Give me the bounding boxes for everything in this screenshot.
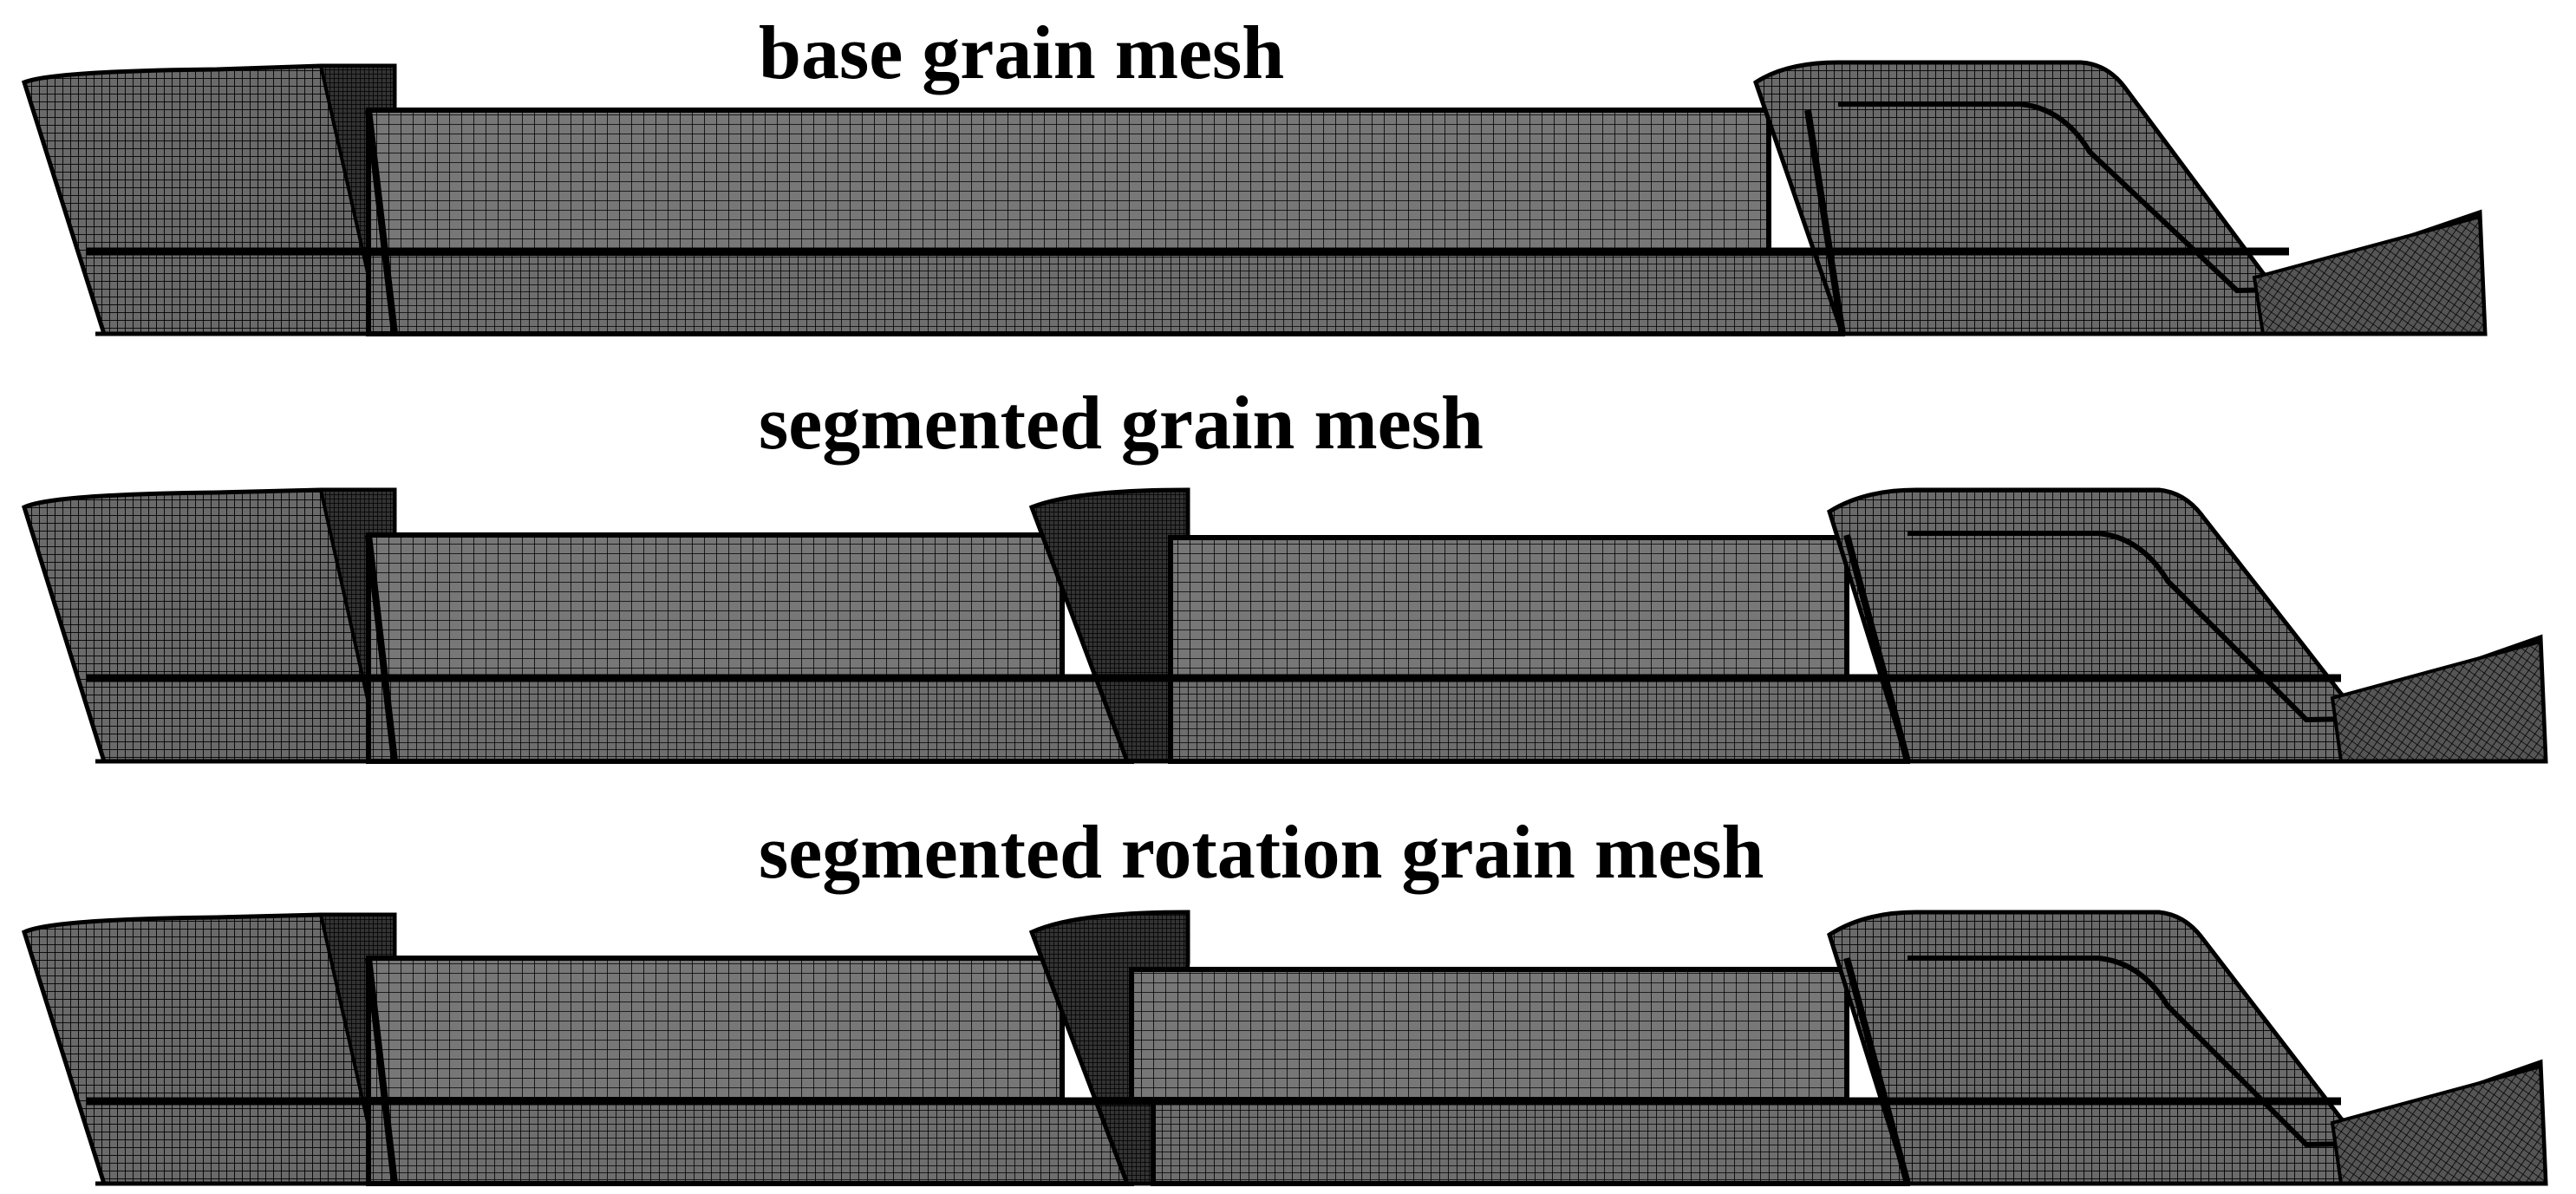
- grain-lower-seg1: [366, 1099, 1134, 1186]
- grain-upper-seg1: [366, 956, 1065, 1104]
- grain-upper: [366, 108, 1771, 256]
- grain-lower: [366, 251, 1845, 336]
- nozzle-throat: [2330, 639, 2548, 763]
- aft-contour: [1908, 531, 2541, 723]
- grain-upper-seg2: [1168, 535, 1849, 681]
- segment-slot: [1028, 487, 1190, 764]
- nozzle-throat: [2252, 214, 2488, 336]
- nozzle-throat: [2330, 1064, 2548, 1185]
- mesh-panel-segmented: [21, 487, 2548, 764]
- grain-lower-seg2: [1168, 675, 1910, 764]
- aft-contour: [1838, 101, 2481, 294]
- aft-contour: [1908, 956, 2541, 1148]
- grain-upper-seg2: [1129, 967, 1849, 1104]
- grain-upper-seg1: [366, 532, 1065, 681]
- grain-lower-seg1: [366, 675, 1134, 764]
- grain-lower-seg2: [1151, 1099, 1910, 1186]
- mesh-panel-base: [21, 60, 2488, 336]
- panel-title-segmented-rotation: segmented rotation grain mesh: [759, 811, 1764, 895]
- panel-title-segmented: segmented grain mesh: [759, 382, 1484, 466]
- panel-title-base: base grain mesh: [759, 11, 1285, 95]
- mesh-panel-segmented-rotation: [21, 910, 2548, 1186]
